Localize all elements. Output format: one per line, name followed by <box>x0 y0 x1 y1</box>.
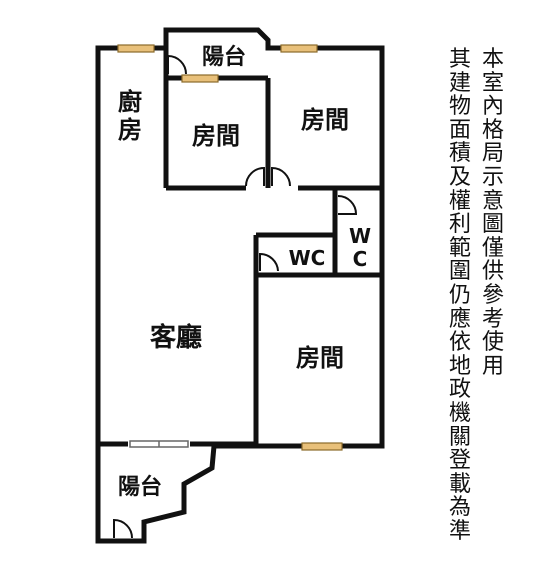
disclaimer-column-1: 本室內格局示意圖僅供參考使用 <box>481 47 504 379</box>
kitchen-label-line2: 房 <box>118 116 142 144</box>
door-small-bedroom <box>245 166 265 187</box>
window-top-right <box>280 44 318 53</box>
wc-middle-label: WC <box>289 246 326 270</box>
window-small-bedroom <box>181 74 219 83</box>
kitchen-label-line1: 廚 <box>118 88 142 116</box>
door-top-balcony <box>167 54 187 75</box>
small-bedroom-label: 房間 <box>192 122 240 150</box>
windows <box>117 44 343 451</box>
door-swings <box>113 54 358 539</box>
door-wc-middle <box>259 252 279 272</box>
top-right-bedroom-label: 房間 <box>301 106 349 134</box>
living-room-label: 客廳 <box>150 322 202 353</box>
door-bottom-balcony <box>113 518 133 539</box>
bottom-balcony-label: 陽台 <box>118 474 162 500</box>
door-top-right-bedroom <box>271 166 291 187</box>
wc-right-label-line1: W <box>349 224 371 248</box>
top-balcony-label: 陽台 <box>202 44 246 70</box>
bottom-bedroom-label: 房間 <box>296 344 344 372</box>
outer-wall <box>95 27 385 544</box>
window-kitchen <box>117 44 155 53</box>
disclaimer-column-2: 其建物面積及權利範圍仍應依地政機關登載為準 <box>448 47 471 544</box>
window-bottom-bedroom <box>301 442 343 451</box>
door-wc-right <box>337 195 358 215</box>
walls <box>95 27 385 544</box>
sliding-door <box>129 440 189 448</box>
wc-right-label-line2: C <box>353 247 368 271</box>
